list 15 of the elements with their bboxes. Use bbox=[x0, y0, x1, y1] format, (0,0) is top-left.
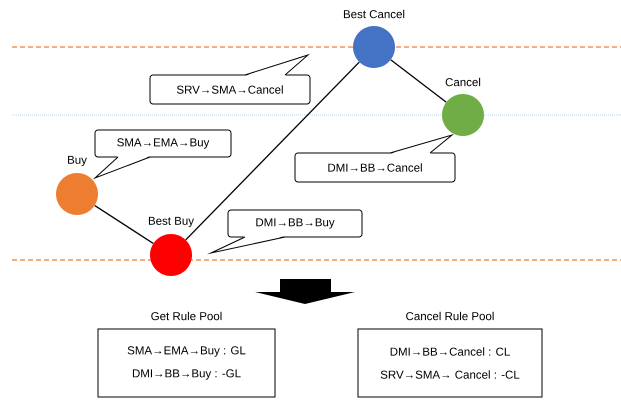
point-label: Cancel bbox=[446, 78, 480, 86]
point-label: Buy bbox=[68, 156, 87, 166]
connector-line bbox=[390, 59, 447, 103]
speech-bubble: DMI→BB→Cancel bbox=[294, 134, 456, 182]
pool-title: Get Rule Pool bbox=[151, 312, 222, 320]
connector-line bbox=[94, 204, 154, 244]
speech-bubble: SRV→SMA→Cancel bbox=[150, 54, 310, 104]
speech-bubble: DMI→BB→Buy bbox=[206, 210, 362, 254]
pool-box: DMI→BB→Cancel : CL SRV→SMA→ Cancel : -CL bbox=[358, 328, 542, 398]
point-label: Best Buy bbox=[148, 216, 194, 228]
speech-bubble: SMA→EMA→Buy bbox=[92, 130, 232, 180]
pool-title: Cancel Rule Pool bbox=[406, 312, 494, 320]
connector-line bbox=[185, 62, 360, 240]
pool-box: SMA→EMA→Buy : GL DMI→BB→Buy : -GL bbox=[98, 328, 276, 398]
point-label: Best Cancel bbox=[344, 10, 404, 18]
